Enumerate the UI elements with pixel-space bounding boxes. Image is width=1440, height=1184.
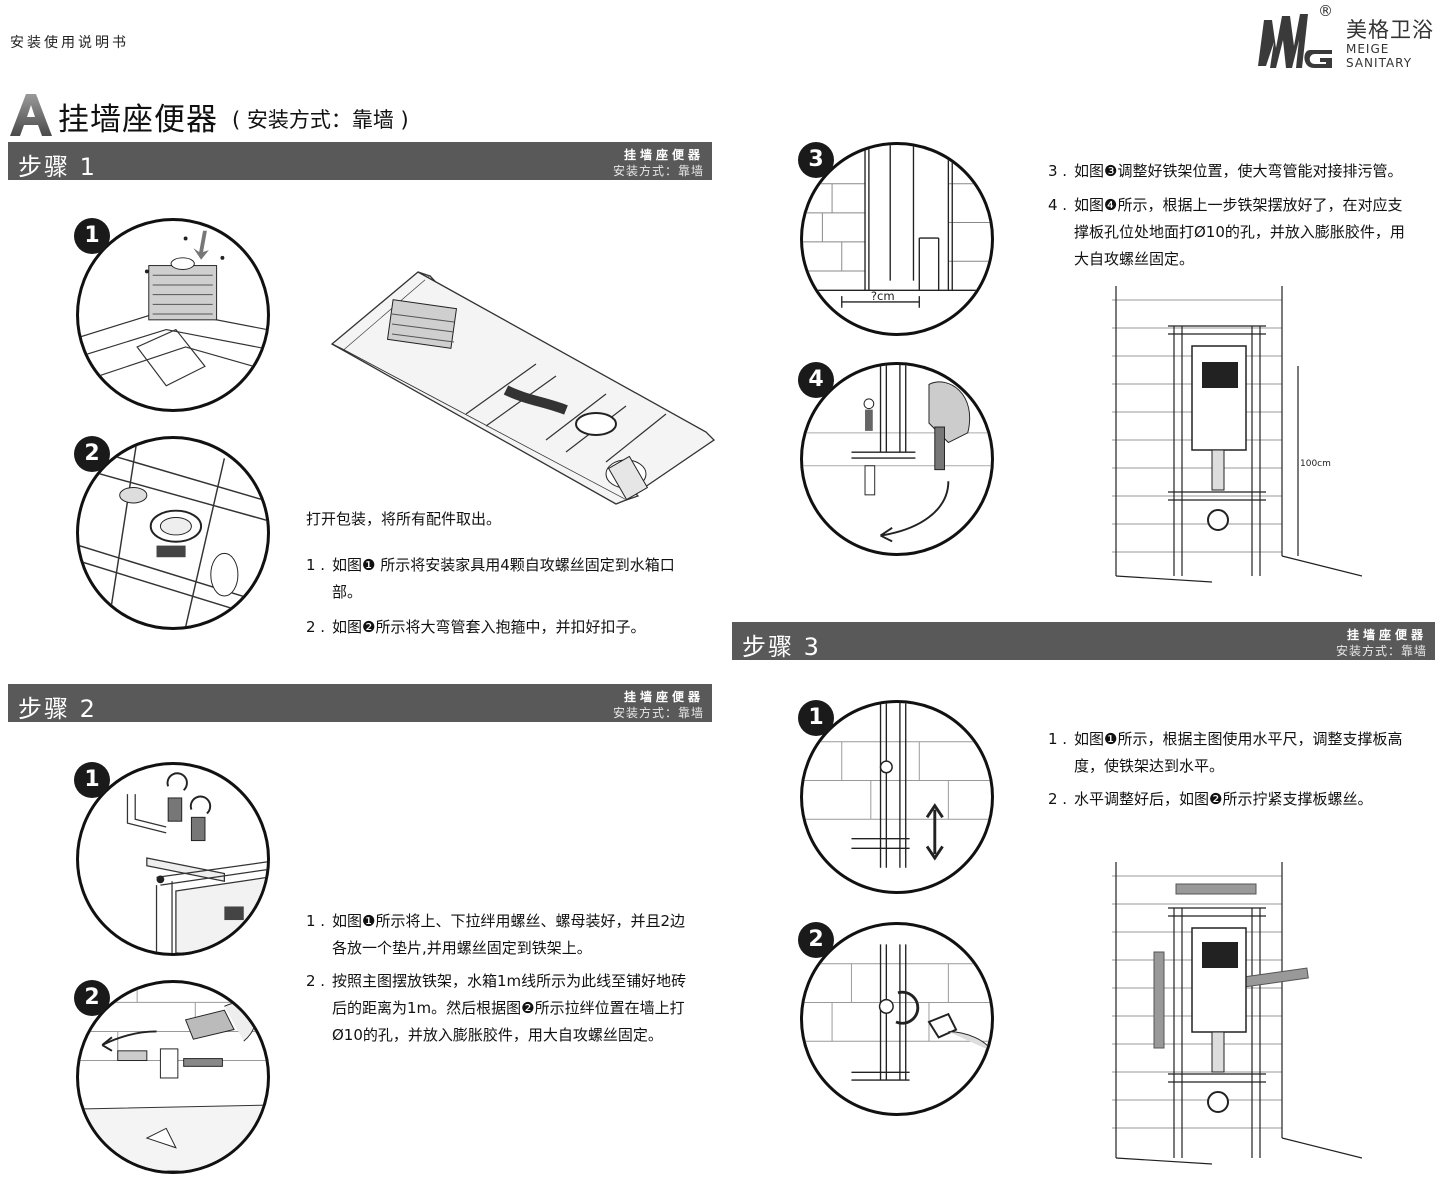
step-2-badge-3: 3 <box>798 142 834 178</box>
step-1-item-1: 1 . 如图❶ 所示将安装家具用4颗自攻螺丝固定到水箱口 部。 <box>306 552 716 606</box>
step-tag-line-2: 安装方式：靠墙 <box>612 164 704 178</box>
dimension-label: ?cm <box>871 289 895 303</box>
step-2-item-4-line-3: 大自攻螺丝固定。 <box>1074 250 1195 268</box>
wall-frame-illustration-2 <box>1112 862 1362 1165</box>
step-2-item-1-line-2: 各放一个垫片,并用螺丝固定到铁架上。 <box>332 939 592 957</box>
step-2-item-2-line-2: 后的距离为1m。然后根据图❷所示拉绊位置在墙上打 <box>332 999 685 1017</box>
step-2-item-3-number: 3 . <box>1048 162 1068 180</box>
step-2-item-3-line-1: 如图❸调整好铁架位置，使大弯管能对接排污管。 <box>1074 162 1403 180</box>
step-2-item-4: 4 . 如图❹所示，根据上一步铁架摆放好了，在对应支 撑板孔位处地面打Ø10的孔… <box>1048 192 1440 273</box>
step-tag-line-1: 挂墙座便器 <box>623 690 704 704</box>
brand-name-en-1: MEIGE <box>1346 42 1390 56</box>
step-3-item-1: 1 . 如图❶所示，根据主图使用水平尺，调整支撑板高 度，使铁架达到水平。 <box>1048 726 1440 780</box>
step-1-item-1-line-1: 如图❶ 所示将安装家具用4颗自攻螺丝固定到水箱口 <box>332 556 675 574</box>
step-2-item-1: 1 . 如图❶所示将上、下拉绊用螺丝、螺母装好，并且2边 各放一个垫片,并用螺丝… <box>306 908 716 962</box>
step-2-item-1-line-1: 如图❶所示将上、下拉绊用螺丝、螺母装好，并且2边 <box>332 912 685 930</box>
brand-logo-mark <box>1258 14 1332 68</box>
section-subtitle: ( 安装方式：靠墙 ) <box>232 108 409 132</box>
step-1-figure-2 <box>76 436 270 630</box>
step-3-bar: 步骤 3 挂墙座便器 安装方式：靠墙 <box>732 622 1435 661</box>
step-3-figure-2 <box>800 922 994 1116</box>
step-2-item-4-line-2: 撑板孔位处地面打Ø10的孔，并放入膨胀胶件，用 <box>1074 223 1405 241</box>
step-1-item-1-number: 1 . <box>306 556 326 574</box>
step-3-title: 步骤 3 <box>742 633 821 661</box>
step-3-item-1-line-2: 度，使铁架达到水平。 <box>1074 757 1225 775</box>
step-1-item-2-number: 2 . <box>306 618 326 636</box>
step-tag-line-1: 挂墙座便器 <box>623 148 704 162</box>
step-3-item-1-line-1: 如图❶所示，根据主图使用水平尺，调整支撑板高 <box>1074 730 1403 748</box>
step-2-badge-2: 2 <box>74 980 110 1016</box>
step-2-figure-4 <box>800 362 994 556</box>
step-3-figure-1 <box>800 700 994 894</box>
step-2-badge-1: 1 <box>74 762 110 798</box>
step-tag-line-1: 挂墙座便器 <box>1346 628 1427 642</box>
step-3-item-1-number: 1 . <box>1048 730 1068 748</box>
step-2-item-3: 3 . 如图❸调整好铁架位置，使大弯管能对接排污管。 <box>1048 158 1440 185</box>
step-3-item-2-number: 2 . <box>1048 790 1068 808</box>
step-2-item-1-number: 1 . <box>306 912 326 930</box>
step-1-item-2: 2 . 如图❷所示将大弯管套入抱箍中，并扣好扣子。 <box>306 614 716 641</box>
registered-mark: ® <box>1318 2 1333 20</box>
step-1-badge-2: 2 <box>74 436 110 472</box>
step-3-badge-2: 2 <box>798 922 834 958</box>
step-2-bar: 步骤 2 挂墙座便器 安装方式：靠墙 <box>8 684 712 723</box>
step-1-intro: 打开包装，将所有配件取出。 <box>306 510 502 528</box>
step-3-badge-1: 1 <box>798 700 834 736</box>
wall-frame-illustration-1: 100cm <box>1112 286 1362 583</box>
step-2-item-2-line-3: Ø10的孔，并放入膨胀胶件，用大自攻螺丝固定。 <box>332 1026 663 1044</box>
section-letter-a-icon <box>10 94 52 136</box>
step-1-figure-1 <box>76 218 270 412</box>
section-title: 挂墙座便器 <box>58 102 218 138</box>
step-2-title: 步骤 2 <box>18 695 97 723</box>
step-2-item-2-line-1: 按照主图摆放铁架，水箱1m线所示为此线至铺好地砖 <box>332 972 687 990</box>
step-2-item-2: 2 . 按照主图摆放铁架，水箱1m线所示为此线至铺好地砖 后的距离为1m。然后根… <box>306 968 716 1049</box>
step-2-item-2-number: 2 . <box>306 972 326 990</box>
step-2-item-4-number: 4 . <box>1048 196 1068 214</box>
step-1-item-2-line-1: 如图❷所示将大弯管套入抱箍中，并扣好扣子。 <box>332 618 646 636</box>
step-1-title: 步骤 1 <box>18 153 97 181</box>
brand-name-cn: 美格卫浴 <box>1346 18 1434 42</box>
step-3-item-2-line-1: 水平调整好后，如图❷所示拧紧支撑板螺丝。 <box>1074 790 1373 808</box>
document-title: 安装使用说明书 <box>10 35 129 51</box>
step-2-badge-4: 4 <box>798 362 834 398</box>
brand-name-en-2: SANITARY <box>1346 56 1413 70</box>
step-2-item-4-line-1: 如图❹所示，根据上一步铁架摆放好了，在对应支 <box>1074 196 1403 214</box>
step-3-item-2: 2 . 水平调整好后，如图❷所示拧紧支撑板螺丝。 <box>1048 786 1440 813</box>
step-1-frame-illustration <box>330 271 716 505</box>
step-tag-line-2: 安装方式：靠墙 <box>1335 644 1427 658</box>
step-1-badge-1: 1 <box>74 218 110 254</box>
height-label: 100cm <box>1300 459 1331 469</box>
step-tag-line-2: 安装方式：靠墙 <box>612 706 704 720</box>
step-1-item-1-line-2: 部。 <box>332 583 363 601</box>
step-1-bar: 步骤 1 挂墙座便器 安装方式：靠墙 <box>8 142 712 181</box>
step-2-figure-1 <box>76 762 270 956</box>
step-2-figure-3: ?cm <box>800 142 994 336</box>
step-2-figure-2 <box>76 980 270 1174</box>
